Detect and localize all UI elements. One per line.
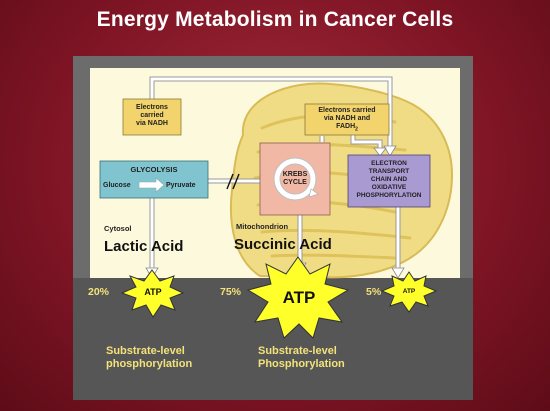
cytosol-label: Cytosol [104,224,132,233]
etc-label: ELECTRON TRANSPORT CHAIN AND OXIDATIVE P… [356,160,422,199]
electrons-nadh-box [122,98,182,136]
krebs-cycle-ring [273,157,319,201]
etc-box [347,154,431,208]
electrons-nadh-fadh2-box [304,103,390,136]
atp-starburst-center [246,256,350,339]
atp-label-left: ATP [144,287,162,297]
pyruvate-label: Pyruvate [166,182,196,189]
lactic-acid-label: Lactic Acid [104,238,184,255]
atp-starburst-right [380,271,438,313]
krebs-cycle-label: KREBS CYCLE [282,171,308,186]
blocked-pathway-mark [226,173,240,190]
atp-label-right: ATP [402,288,416,295]
atp-percent-center: 75% [220,286,242,298]
glucose-pyruvate-arrow-icon [138,177,165,193]
glycolysis-title: GLYCOLYSIS [130,165,178,174]
atp-percent-left: 20% [88,286,110,298]
atp-starburst-left [120,269,185,318]
mitochondrion-label: Mitochondrion [236,222,289,231]
substrate-level-phosphorylation-left: Substrate-level phosphorylation [106,345,193,370]
electrons-nadh-label: Electrons carried via NADH [136,104,168,127]
slide-title: Energy Metabolism in Cancer Cells [96,8,454,31]
atp-label-center: ATP [282,288,316,307]
succinic-acid-label: Succinic Acid [234,236,332,253]
flow-arrows [149,76,401,270]
substrate-level-phosphorylation-center: Substrate-level Phosphorylation [258,345,345,370]
glucose-label: Glucose [103,182,131,189]
atp-percent-right: 5% [366,286,382,298]
electrons-nadh-fadh2-label: Electrons carried via NADH and FADH2 [318,107,376,133]
glycolysis-box [99,160,209,199]
